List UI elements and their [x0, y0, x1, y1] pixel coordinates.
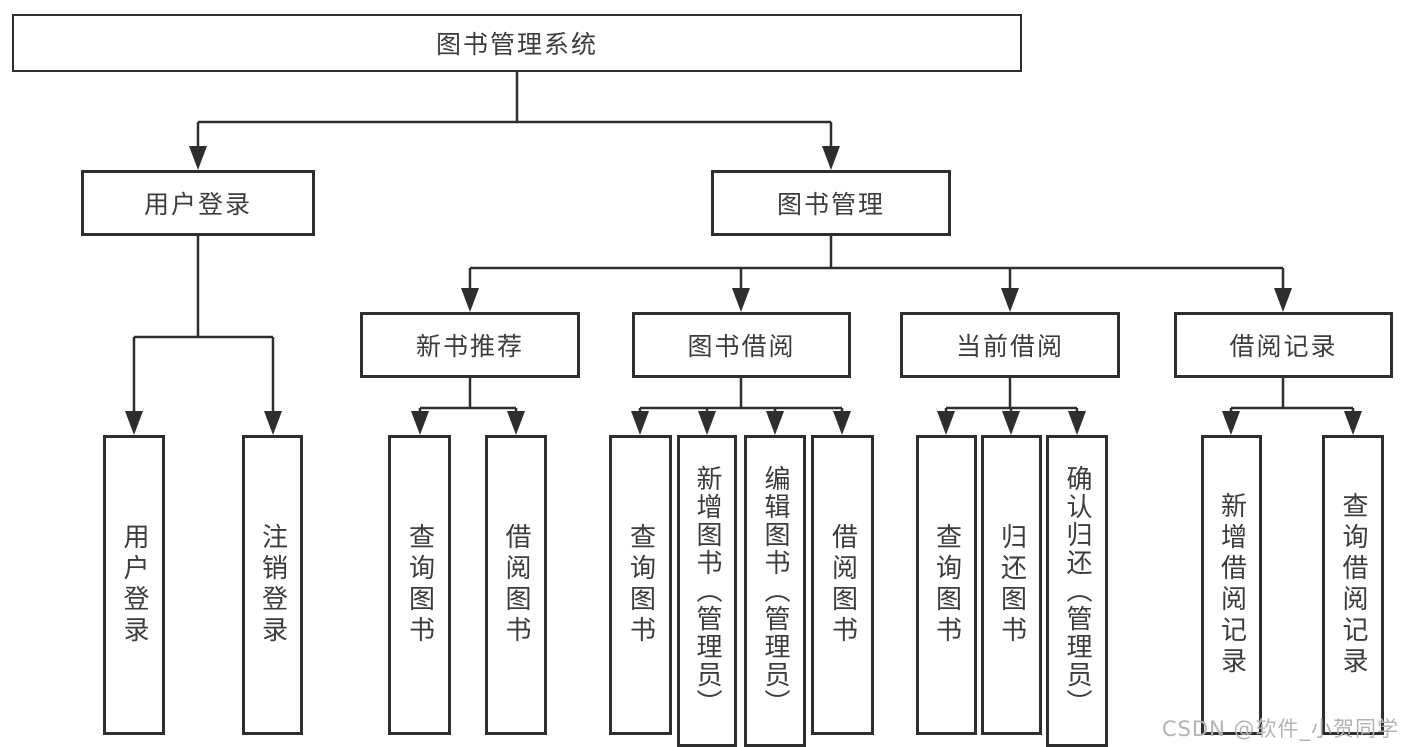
leaf-user-login: 用户登录: [103, 435, 165, 735]
leaf-return-books: 归还图书: [981, 435, 1042, 735]
node-label: 图书管理系统: [435, 30, 598, 59]
node-label: 当前借阅: [955, 332, 1064, 361]
leaf-logout-login: 注销登录: [242, 435, 303, 735]
leaf-query-books-recommend: 查询图书: [388, 435, 451, 735]
node-new-book-recommend: 新书推荐: [360, 312, 580, 378]
leaf-query-books-borrow: 查询图书: [609, 435, 672, 735]
node-label: 图书借阅: [687, 332, 796, 361]
node-user-login: 用户登录: [81, 170, 315, 236]
node-label: 新增借阅记录: [1216, 492, 1247, 678]
node-label: 确认归还（管理员）: [1062, 465, 1092, 717]
arrowheads: [125, 146, 1362, 435]
leaf-confirm-return-admin: 确认归还（管理员）: [1046, 435, 1108, 747]
leaf-borrow-books: 借阅图书: [811, 435, 874, 735]
leaf-query-borrow-record: 查询借阅记录: [1322, 435, 1384, 735]
node-borrow-records: 借阅记录: [1174, 312, 1393, 378]
node-label: 查询借阅记录: [1338, 492, 1368, 678]
node-label: 用户登录: [119, 523, 149, 647]
node-label: 新增图书（管理员）: [692, 465, 722, 717]
node-label: 编辑图书（管理员）: [760, 465, 790, 717]
node-label: 注销登录: [257, 523, 288, 647]
node-label: 查询图书: [404, 523, 435, 647]
node-label: 查询图书: [625, 523, 656, 647]
leaf-add-books-admin: 新增图书（管理员）: [677, 435, 737, 747]
node-label: 归还图书: [996, 523, 1027, 647]
tree-edges: [132, 72, 1355, 419]
node-label: 借阅记录: [1229, 332, 1338, 361]
node-book-borrow: 图书借阅: [632, 312, 851, 378]
node-label: 用户登录: [143, 190, 252, 219]
leaf-add-borrow-record: 新增借阅记录: [1201, 435, 1262, 735]
node-current-borrow: 当前借阅: [900, 312, 1120, 378]
node-label: 借阅图书: [827, 523, 858, 647]
node-label: 图书管理: [776, 190, 885, 219]
leaf-query-books-current: 查询图书: [916, 435, 977, 735]
node-label: 查询图书: [931, 523, 962, 647]
leaf-edit-books-admin: 编辑图书（管理员）: [744, 435, 806, 747]
node-label: 借阅图书: [501, 523, 531, 647]
leaf-borrow-books-recommend: 借阅图书: [485, 435, 547, 735]
node-label: 新书推荐: [415, 332, 524, 361]
csdn-watermark: CSDN @软件_小贺同学: [1161, 717, 1399, 741]
node-library-management-system: 图书管理系统: [12, 14, 1022, 72]
node-book-management: 图书管理: [711, 170, 951, 236]
